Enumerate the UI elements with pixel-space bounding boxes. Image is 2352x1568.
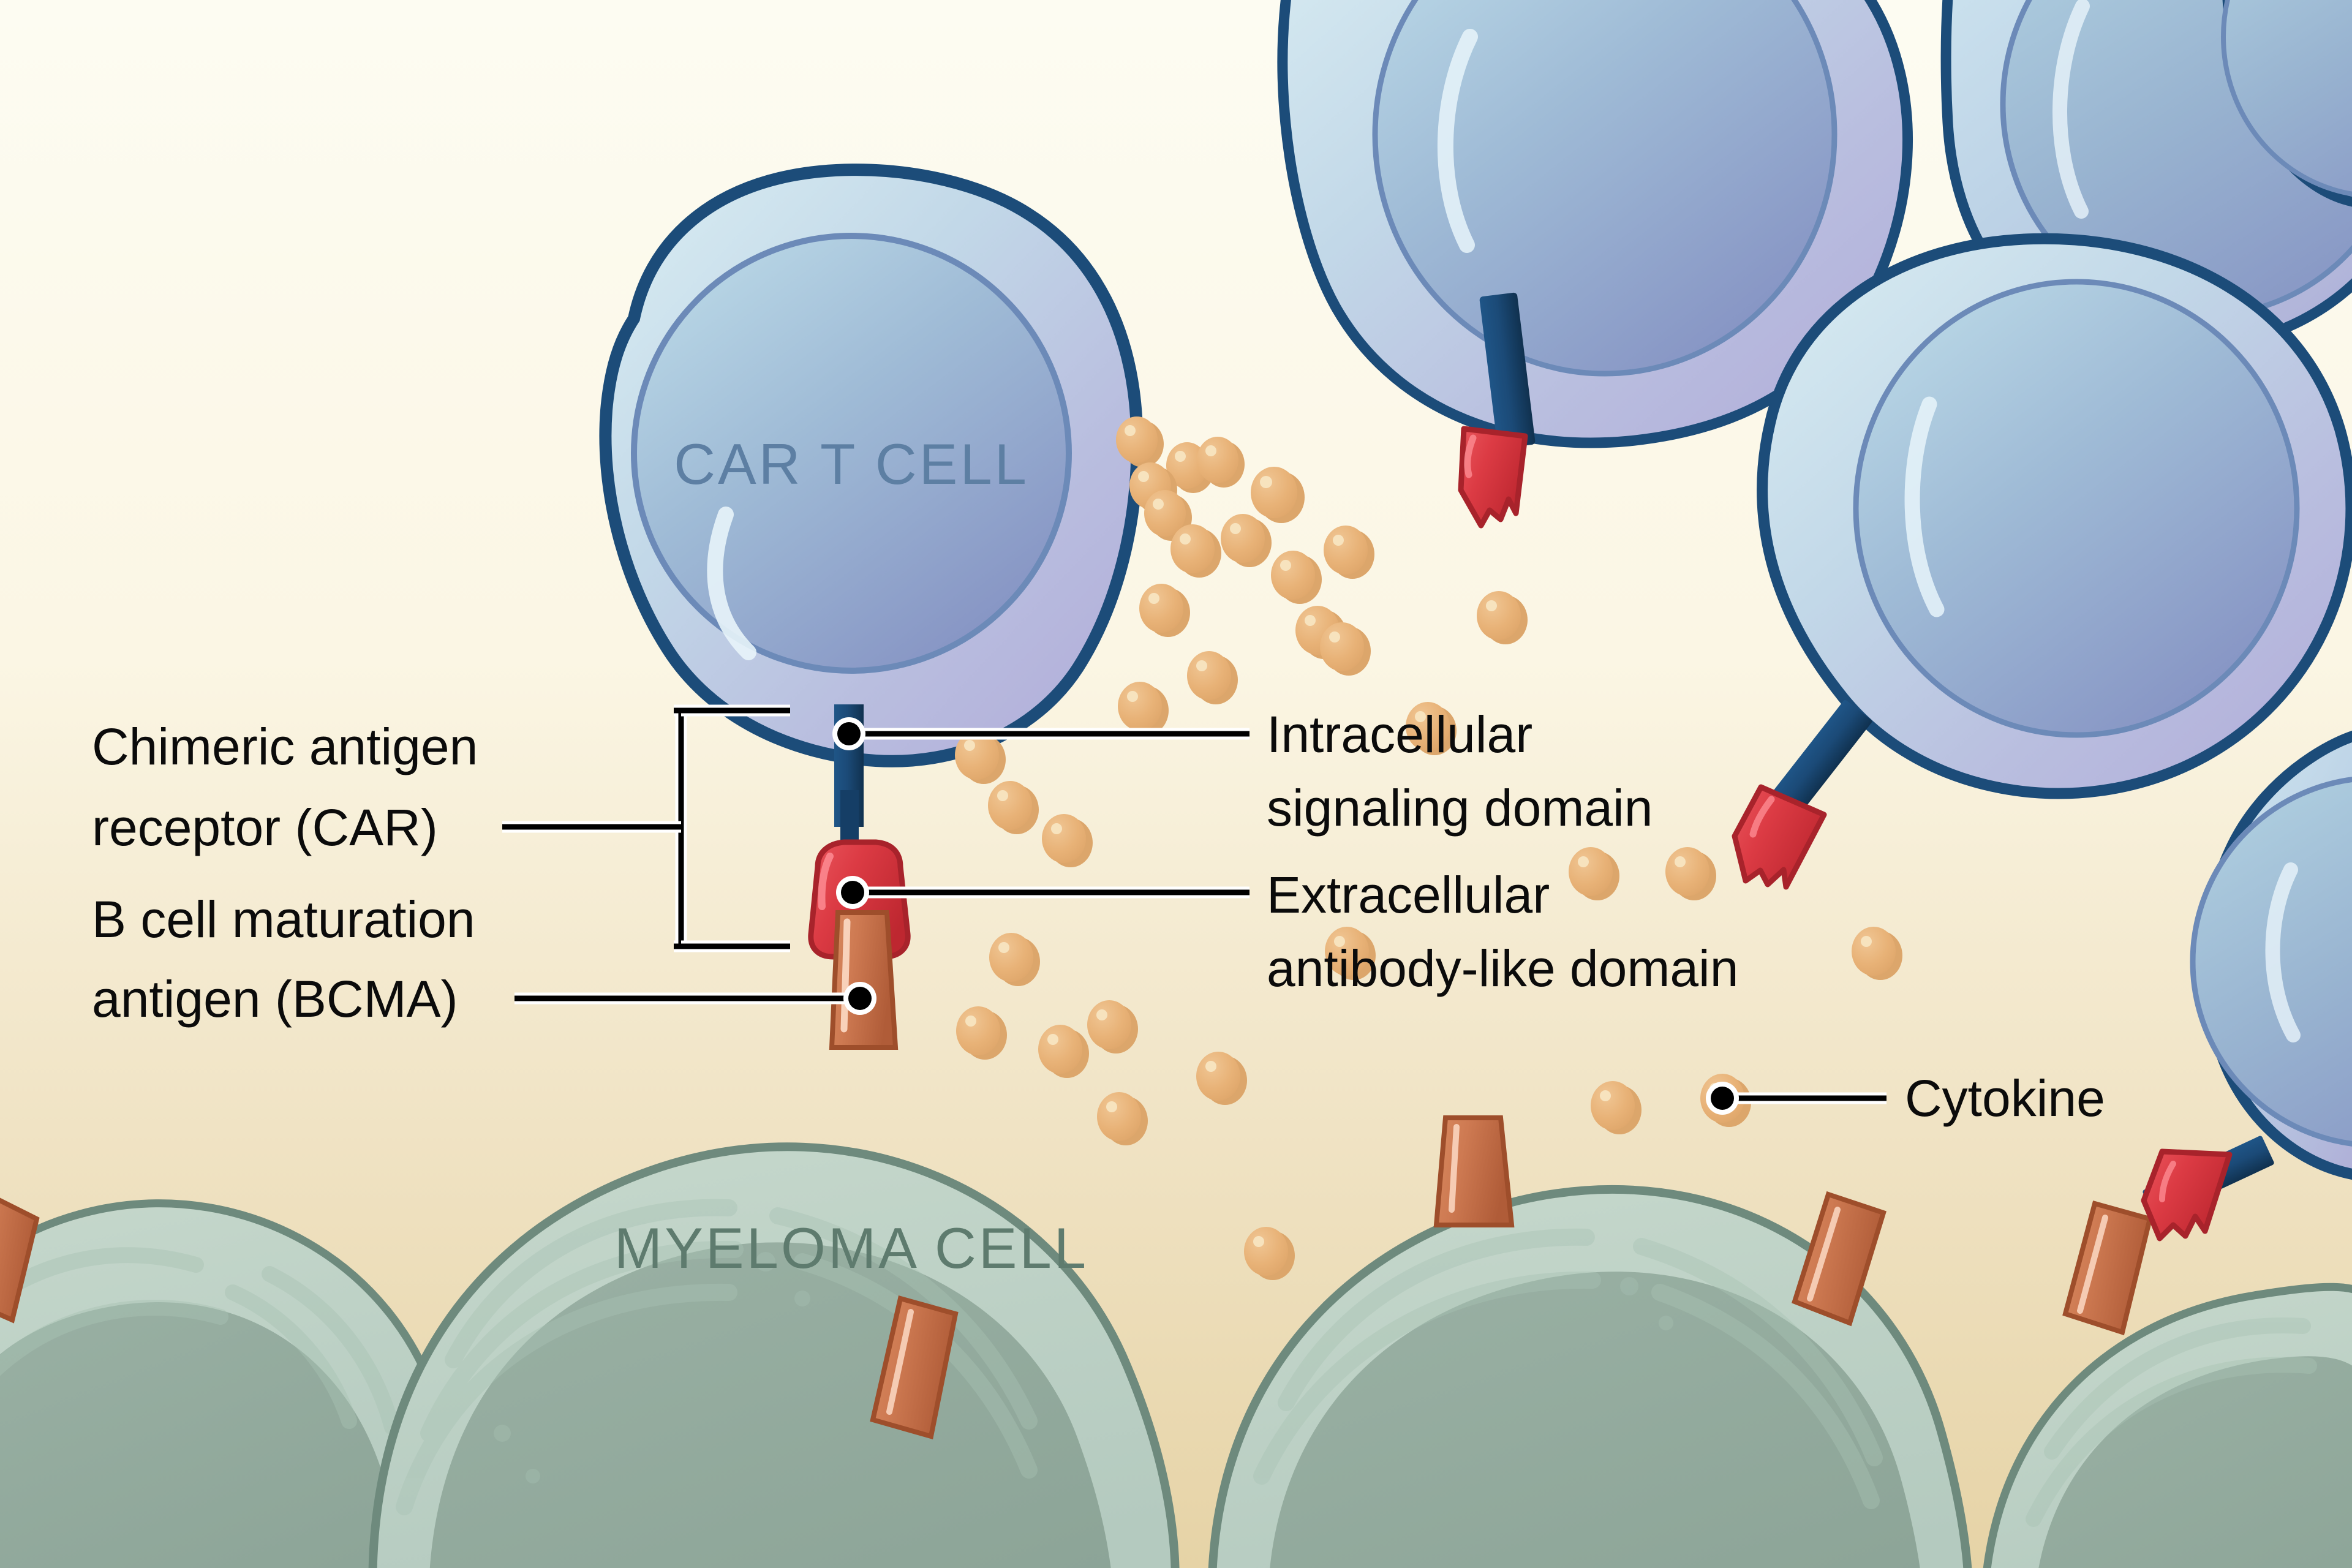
label-cytokine: Cytokine <box>1905 1069 2105 1127</box>
bcma-receptor-left-edge <box>0 1197 40 1324</box>
cytokine <box>955 731 1006 784</box>
cytokine <box>1116 417 1164 467</box>
callout-lines <box>502 704 1887 1115</box>
cytokine <box>1325 927 1376 980</box>
bcma-receptor-bound <box>829 910 899 1050</box>
car-t-cell-top-far-right <box>2221 0 2352 207</box>
car-t-cell-text: CAR T CELL <box>674 432 1029 496</box>
cytokine <box>1197 437 1245 488</box>
cytokine <box>1196 1052 1247 1105</box>
myeloma-cell-right-edge <box>1983 1283 2352 1568</box>
car-t-cell-top-center <box>1277 0 1913 448</box>
label-bcma-line1: B cell maturation <box>92 891 475 948</box>
cytokine <box>1665 847 1716 900</box>
label-bcma: B cell maturation antigen (BCMA) <box>92 891 475 1028</box>
myeloma-cell-center-right <box>1208 1185 1972 1568</box>
bcma-receptor-myeloma-center-2 <box>1792 1191 1887 1327</box>
myeloma-cell-left-edge <box>0 1199 467 1568</box>
cytokine <box>1042 814 1093 867</box>
label-intracellular: Intracellular signaling domain <box>1267 706 1653 837</box>
cytokine <box>1221 514 1272 567</box>
label-extracellular: Extracellular antibody-like domain <box>1267 866 1738 997</box>
cytokine <box>1406 702 1457 755</box>
car-t-cell-far-right <box>2190 730 2352 1180</box>
myeloma-cell-text: MYELOMA CELL <box>614 1216 1088 1280</box>
car-receptor-far-right <box>2141 1136 2274 1242</box>
cytokine <box>988 781 1039 834</box>
cytokine <box>1187 651 1238 704</box>
label-car: Chimeric antigen receptor (CAR) <box>92 718 478 856</box>
label-extracellular-line1: Extracellular <box>1267 866 1550 924</box>
label-bcma-line2: antigen (BCMA) <box>92 970 458 1028</box>
bcma-receptor-myeloma-main <box>870 1295 959 1440</box>
label-extracellular-line2: antibody-like domain <box>1267 940 1738 997</box>
cytokine <box>1569 847 1619 900</box>
car-t-cell-main: CAR T CELL <box>599 164 1144 767</box>
label-car-line2: receptor (CAR) <box>92 799 438 856</box>
cytokine <box>1038 1025 1089 1078</box>
label-cytokine-line1: Cytokine <box>1905 1069 2105 1127</box>
cytokine <box>1097 1092 1148 1145</box>
cytokine <box>1271 551 1322 604</box>
label-intracellular-line1: Intracellular <box>1267 706 1532 763</box>
label-intracellular-line2: signaling domain <box>1267 779 1653 837</box>
cytokine <box>1852 927 1902 980</box>
cytokine <box>1320 622 1371 676</box>
cytokine <box>1087 1000 1138 1054</box>
cytokine <box>956 1006 1007 1060</box>
leader-dot-bcma <box>848 987 872 1010</box>
leader-dot-extracellular <box>841 881 864 904</box>
cytokine <box>1324 526 1374 579</box>
cytokine <box>1251 467 1305 523</box>
leader-dot-intracellular <box>837 722 861 745</box>
bcma-receptor-myeloma-right <box>2062 1200 2153 1336</box>
bcma-receptor-myeloma-center <box>1433 1115 1515 1227</box>
cytokine <box>1477 591 1528 644</box>
cytokine <box>1170 524 1221 578</box>
cytokine <box>1118 682 1169 735</box>
cytokine <box>1139 584 1190 637</box>
cytokine <box>1591 1081 1642 1134</box>
car-t-cell-mid-right <box>1757 233 2352 799</box>
cytokine <box>989 933 1040 986</box>
cytokine-field <box>955 417 1902 1280</box>
label-car-line1: Chimeric antigen <box>92 718 478 775</box>
leader-dot-cytokine <box>1711 1087 1734 1110</box>
cytokine <box>1244 1227 1295 1280</box>
car-receptor-top-center <box>1458 292 1536 529</box>
car-receptor-mid-right <box>1732 700 1872 890</box>
